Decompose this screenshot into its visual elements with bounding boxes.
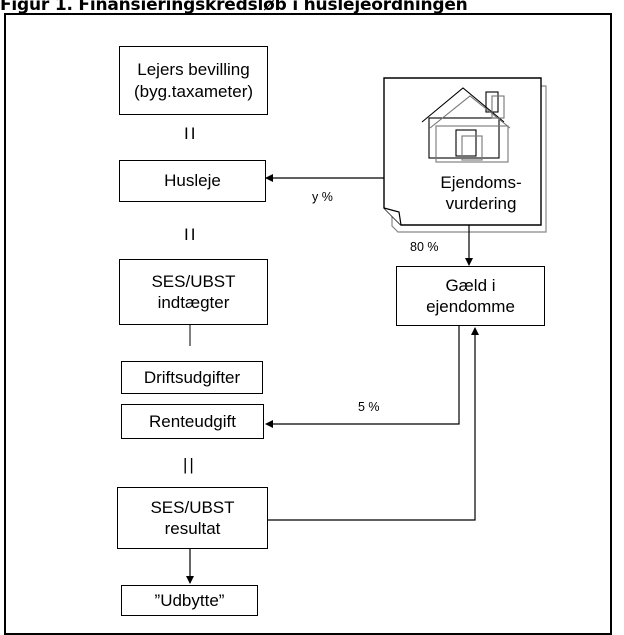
label-80-pct: 80 %	[410, 240, 439, 254]
node-driftsudgifter: Driftsudgifter	[121, 361, 263, 394]
node-lejers-bevilling: Lejers bevilling (byg.taxameter)	[119, 46, 268, 115]
node-ejendomsvurdering: Ejendoms- vurdering	[440, 173, 522, 214]
edge-gaeld-to-renteudgift	[265, 325, 460, 428]
edge-resultat-to-gaeld	[268, 327, 479, 521]
house-icon	[421, 87, 511, 163]
node-gaeld-i-ejendomme: Gæld i ejendomme	[396, 266, 545, 326]
node-renteudgift: Renteudgift	[121, 404, 264, 439]
connector-eq1: II	[184, 124, 198, 143]
node-husleje: Husleje	[119, 160, 266, 202]
node-ses-ubst-indtaegter: SES/UBST indtægter	[119, 259, 268, 325]
figure-title: Figur 1. Finansieringskredsløb i husleje…	[0, 0, 468, 15]
label-y-pct: y %	[312, 190, 333, 204]
connector-eq3: ||	[183, 455, 196, 474]
node-udbytte: ”Udbytte”	[121, 585, 258, 616]
node-ses-ubst-resultat: SES/UBST resultat	[117, 487, 268, 549]
connector-eq2: II	[184, 225, 198, 244]
label-5-pct: 5 %	[358, 400, 380, 414]
